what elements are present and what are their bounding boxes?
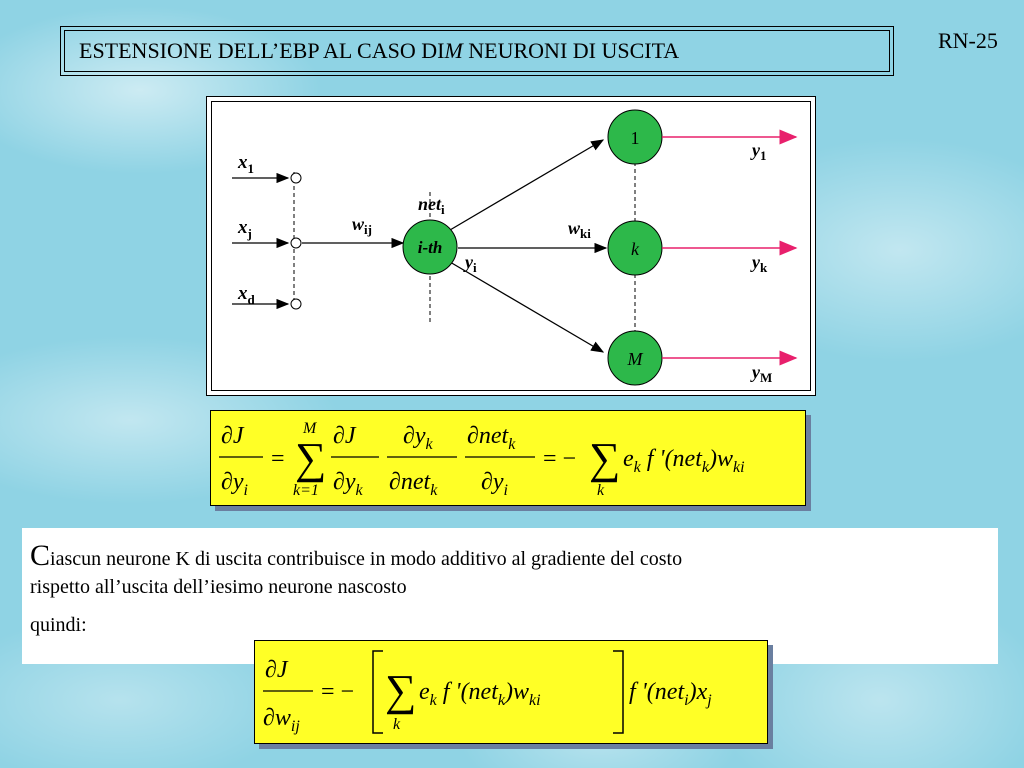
svg-text:∑: ∑ [589, 434, 620, 483]
svg-text:∂J: ∂J [265, 657, 289, 683]
network-diagram: x1 xj xd wij neti wki yi i-th 1 k [211, 101, 811, 391]
output-label-1: y1 [750, 140, 767, 163]
svg-text:= −: = − [321, 679, 354, 705]
svg-text:k: k [393, 716, 401, 733]
input-label-d: xd [237, 283, 256, 307]
w-ki-label: wki [568, 218, 591, 241]
explanation-line-1: Ciascun neurone K di uscita contribuisce… [30, 539, 990, 573]
svg-text:f '(neti)xj: f '(neti)xj [629, 679, 712, 709]
svg-text:∂J: ∂J [221, 423, 245, 449]
svg-text:M: M [302, 420, 318, 437]
slide-title-box: ESTENSIONE DELL’EBP AL CASO DI M NEURONI… [60, 26, 894, 76]
svg-text:∑: ∑ [385, 666, 416, 715]
connection-to-M [449, 261, 605, 353]
output-neuron-M-label: M [627, 349, 644, 369]
hidden-neuron [402, 219, 458, 275]
net-i-label: neti [418, 194, 445, 217]
hidden-neuron-label: i-th [418, 238, 443, 257]
svg-text:k=1: k=1 [293, 482, 319, 499]
w-ij-label: wij [352, 214, 372, 237]
svg-text:∂yk: ∂yk [333, 469, 364, 499]
title-italic: M [444, 38, 463, 63]
svg-text:k: k [597, 482, 605, 499]
slide-title: ESTENSIONE DELL’EBP AL CASO DI M NEURONI… [64, 30, 890, 72]
svg-text:∂yk: ∂yk [403, 423, 434, 453]
gradient-formula-output: ∂J ∂yi = M ∑ k=1 ∂J ∂yk ∂yk ∂netk ∂netk … [210, 410, 806, 506]
drop-cap: C [30, 539, 51, 572]
svg-text:ekf '(netk)wki: ekf '(netk)wki [419, 679, 541, 709]
svg-text:=: = [271, 446, 285, 472]
output-neuron-k-label: k [631, 239, 640, 259]
connection-to-1 [449, 139, 605, 231]
explanation-line-1-text: iascun neurone K di uscita contribuisce … [50, 548, 683, 570]
quindi-label: quindi: [30, 614, 87, 636]
y-i-label: yi [463, 252, 477, 275]
svg-text:∂yi: ∂yi [481, 469, 508, 499]
input-node-d [290, 298, 302, 310]
input-node-j [290, 237, 302, 249]
svg-text:ekf '(netk)wki: ekf '(netk)wki [623, 446, 745, 476]
explanation-line-2: rispetto all’uscita dell’iesimo neurone … [30, 576, 407, 598]
output-label-k: yk [750, 252, 768, 275]
input-label-j: xj [237, 217, 252, 241]
svg-text:∂netk: ∂netk [389, 469, 438, 499]
svg-text:= −: = − [543, 446, 576, 472]
input-label-1: x1 [237, 152, 254, 176]
svg-text:∂wij: ∂wij [263, 705, 300, 735]
svg-text:∑: ∑ [295, 434, 326, 483]
slide-number: RN-25 [938, 28, 998, 53]
title-prefix: ESTENSIONE DELL’EBP AL CASO DI [79, 38, 445, 63]
title-suffix: NEURONI DI USCITA [462, 38, 680, 63]
output-neuron-1-label: 1 [631, 128, 640, 148]
svg-text:∂netk: ∂netk [467, 423, 516, 453]
svg-text:∂yi: ∂yi [221, 469, 248, 499]
network-diagram-frame: x1 xj xd wij neti wki yi i-th 1 k [206, 96, 816, 396]
svg-text:∂J: ∂J [333, 423, 357, 449]
input-node-1 [290, 172, 302, 184]
output-label-M: yM [750, 362, 772, 385]
